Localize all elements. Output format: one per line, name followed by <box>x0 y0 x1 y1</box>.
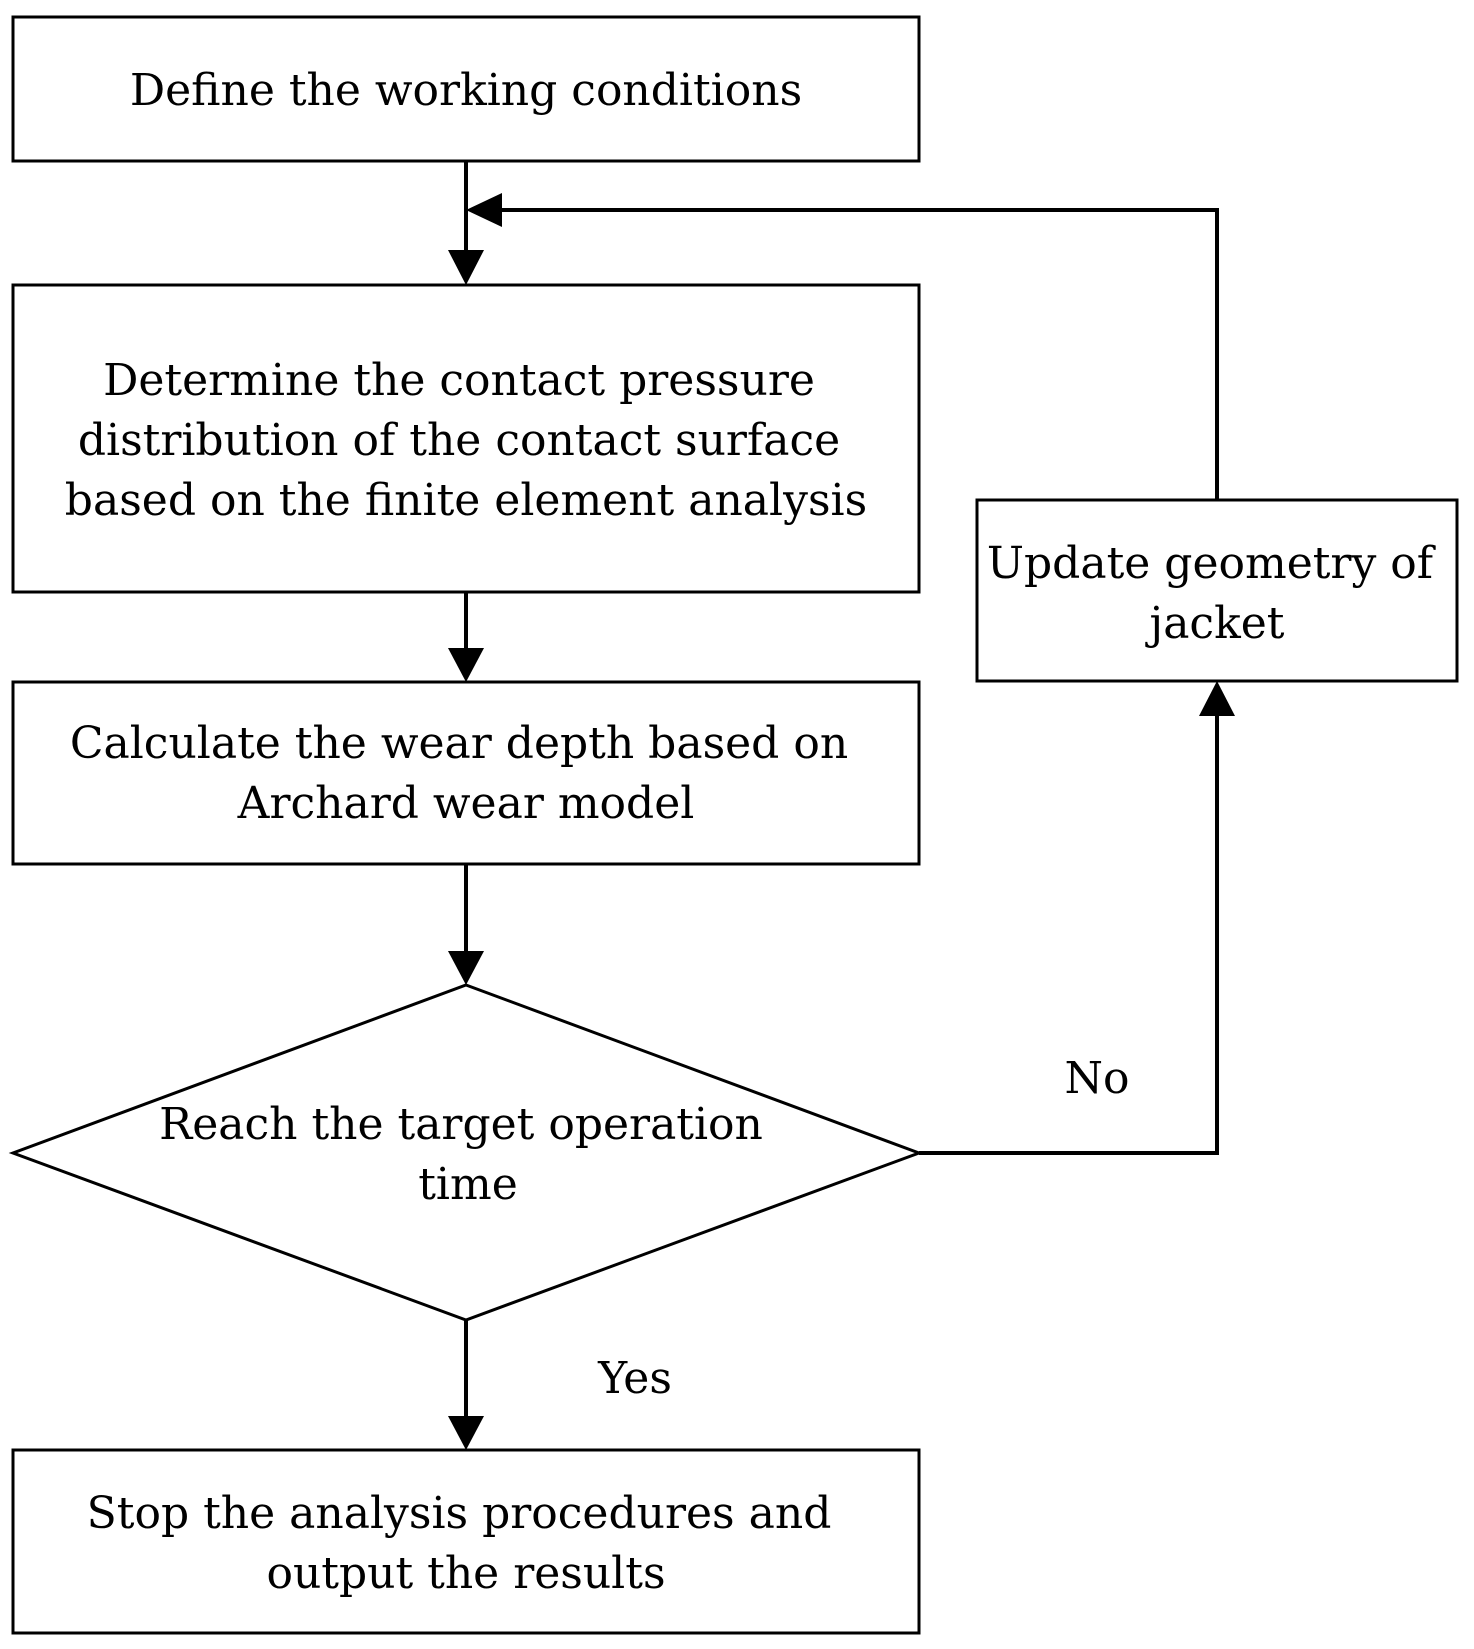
svg-text:Determine the contact pressure: Determine the contact pressure distribut… <box>65 355 867 526</box>
svg-text:Define the working conditions: Define the working conditions <box>130 65 802 116</box>
svg-text:Reach the target operation: Reach the target operation time <box>159 1099 777 1210</box>
node-update-line-1: Update geometry of <box>987 538 1436 589</box>
svg-text:Calculate the wear depth based: Calculate the wear depth based on Archar… <box>70 718 862 829</box>
arrowhead-down <box>448 951 484 985</box>
node-calculate-wear-depth: Calculate the wear depth based on Archar… <box>11 680 921 866</box>
node-update-line-2: jacket <box>1145 598 1285 649</box>
edge-label-yes: Yes <box>597 1353 672 1404</box>
svg-text:Stop the analysis procedures a: Stop the analysis procedures and output … <box>87 1488 846 1599</box>
arrowhead-down <box>448 1416 484 1450</box>
edge-define-to-determine <box>448 161 484 285</box>
edge-calculate-to-decision <box>448 864 484 985</box>
node-decision-line-1: Reach the target operation <box>159 1099 763 1150</box>
arrowhead-down <box>448 250 484 285</box>
node-determine-line-3: based on the finite element analysis <box>65 475 867 526</box>
node-update-geometry: Update geometry of jacket <box>975 498 1459 683</box>
edge-label-no: No <box>1065 1053 1130 1104</box>
edge-determine-to-calculate <box>448 592 484 682</box>
node-determine-contact-pressure: Determine the contact pressure distribut… <box>11 283 921 594</box>
node-stop-line-2: output the results <box>266 1548 665 1599</box>
node-calculate-line-2: Archard wear model <box>237 778 695 829</box>
node-define-line-1: Define the working conditions <box>130 65 802 116</box>
node-define-working-conditions: Define the working conditions <box>11 15 921 163</box>
svg-text:Update geometry of jacke: Update geometry of jacket <box>987 538 1447 649</box>
node-determine-line-1: Determine the contact pressure <box>103 355 815 406</box>
edge-update-loop-back <box>466 193 1219 500</box>
arrowhead-left <box>466 193 502 227</box>
node-calculate-line-1: Calculate the wear depth based on <box>70 718 848 769</box>
edge-decision-yes-to-stop: Yes <box>448 1320 672 1450</box>
node-stop-analysis: Stop the analysis procedures and output … <box>11 1448 921 1635</box>
arrowhead-down <box>448 648 484 682</box>
node-decision-target-time: Reach the target operation time <box>8 983 924 1322</box>
node-decision-line-2: time <box>418 1159 518 1210</box>
arrowhead-up <box>1199 681 1235 716</box>
node-determine-line-2: distribution of the contact surface <box>78 415 840 466</box>
edge-decision-no-to-update: No <box>919 681 1235 1155</box>
node-stop-line-1: Stop the analysis procedures and <box>87 1488 832 1539</box>
